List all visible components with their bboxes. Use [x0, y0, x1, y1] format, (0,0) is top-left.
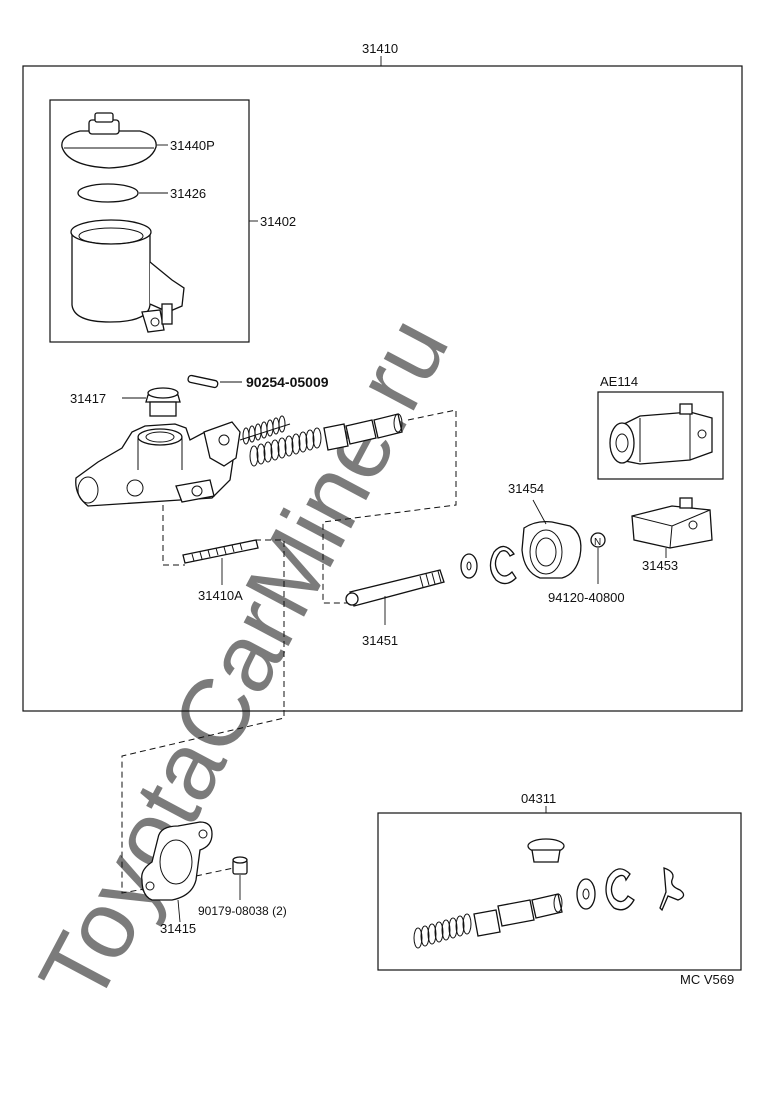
label-push-rod: 31451	[362, 633, 398, 648]
nut-marker	[590, 532, 606, 548]
kit-plug	[527, 838, 565, 863]
label-nut-marker: N	[594, 537, 601, 548]
label-gasket: 31426	[170, 186, 206, 201]
label-assembly: 31410	[362, 41, 398, 56]
kit-snap-ring	[605, 868, 635, 911]
push-rod	[345, 569, 445, 607]
pin	[187, 374, 219, 389]
label-cap: 31440P	[170, 138, 215, 153]
label-kit: 04311	[521, 791, 556, 806]
bracket	[631, 497, 713, 549]
kit-cotter-pin	[659, 867, 685, 912]
gasket-plate	[141, 821, 213, 901]
variant-valve	[609, 403, 713, 465]
boot	[521, 520, 582, 579]
label-boot: 31454	[508, 481, 544, 496]
kit-piston-spring	[413, 893, 563, 949]
kit-washer	[576, 878, 596, 910]
label-reservoir: 31402	[260, 214, 296, 229]
label-clip-ring: 94120-40800	[548, 590, 625, 605]
kit-frame	[377, 812, 742, 971]
label-stud: 31410A	[198, 588, 243, 603]
assembly-frame	[22, 65, 743, 712]
label-bracket: 31453	[642, 558, 678, 573]
reservoir-cap	[61, 112, 157, 169]
guide-line	[121, 710, 285, 894]
washer	[460, 553, 478, 579]
reservoir	[70, 219, 185, 333]
label-pin: 90254-05009	[246, 374, 329, 390]
guide-line	[255, 539, 285, 710]
guide-line	[162, 505, 185, 566]
snap-ring	[489, 545, 517, 585]
cap-gasket	[77, 183, 139, 203]
label-gasket-plate: 31415	[160, 921, 196, 936]
piston-spring-set	[239, 413, 403, 467]
guide-line	[195, 866, 239, 877]
nut	[232, 856, 248, 875]
diagram-code: MC V569	[680, 972, 734, 987]
label-plug: 31417	[70, 391, 106, 406]
master-cylinder-body	[75, 421, 241, 507]
label-variant: AE114	[600, 374, 638, 389]
variant-frame	[597, 391, 724, 480]
stud	[182, 539, 259, 564]
label-nut: 90179-08038 (2)	[198, 904, 287, 918]
guide-line	[322, 409, 457, 604]
reservoir-plug	[145, 387, 181, 417]
